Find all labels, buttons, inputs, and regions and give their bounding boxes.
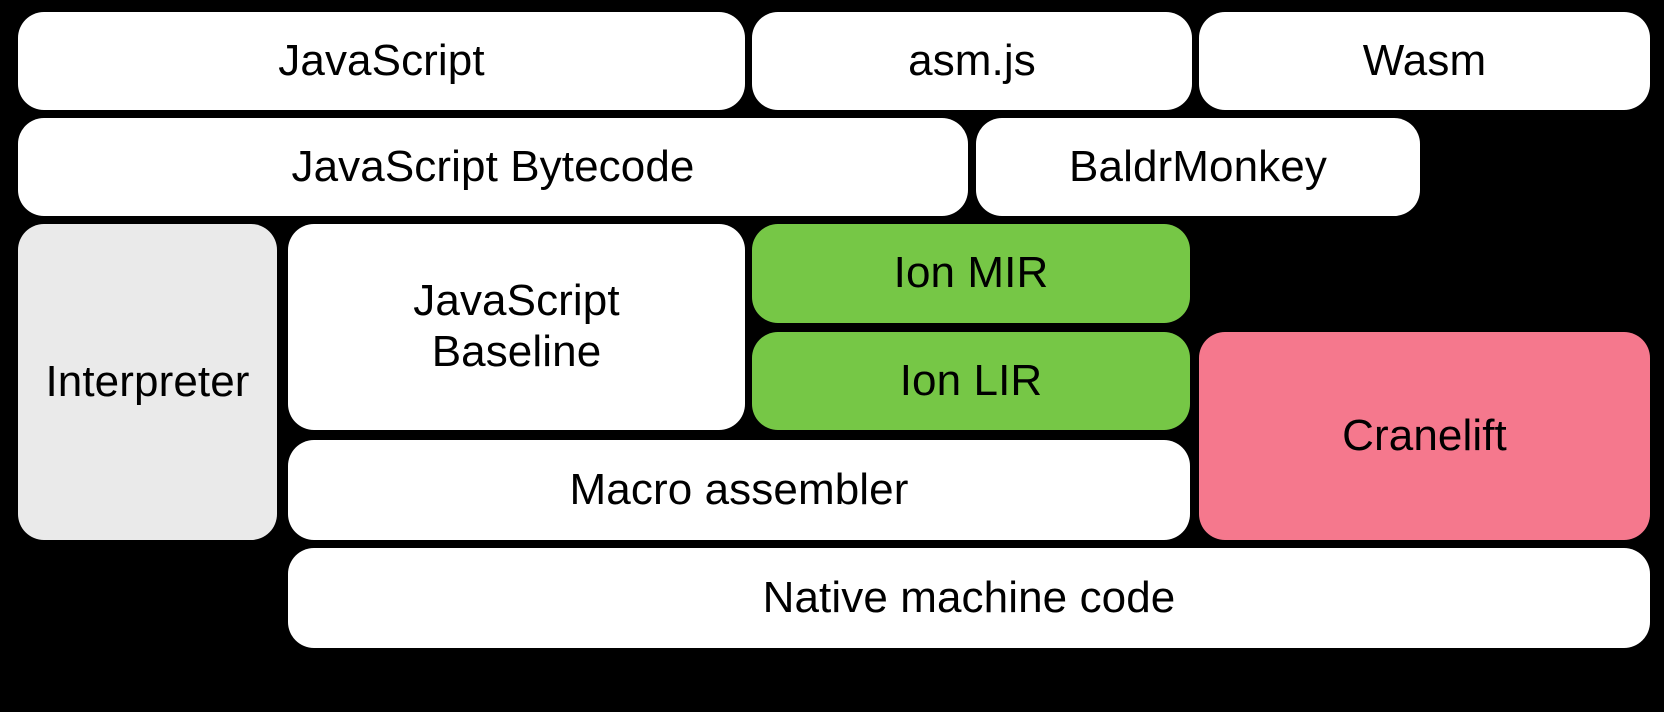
node-javascript-baseline: JavaScript Baseline	[288, 224, 745, 430]
node-javascript-bytecode: JavaScript Bytecode	[18, 118, 968, 216]
node-cranelift: Cranelift	[1199, 332, 1650, 540]
node-macro-assembler: Macro assembler	[288, 440, 1190, 540]
node-ion-mir: Ion MIR	[752, 224, 1190, 323]
node-baldrmonkey: BaldrMonkey	[976, 118, 1420, 216]
node-javascript: JavaScript	[18, 12, 745, 110]
node-asmjs: asm.js	[752, 12, 1192, 110]
node-ion-lir: Ion LIR	[752, 332, 1190, 430]
node-native-machine-code: Native machine code	[288, 548, 1650, 648]
node-wasm: Wasm	[1199, 12, 1650, 110]
node-interpreter: Interpreter	[18, 224, 277, 540]
